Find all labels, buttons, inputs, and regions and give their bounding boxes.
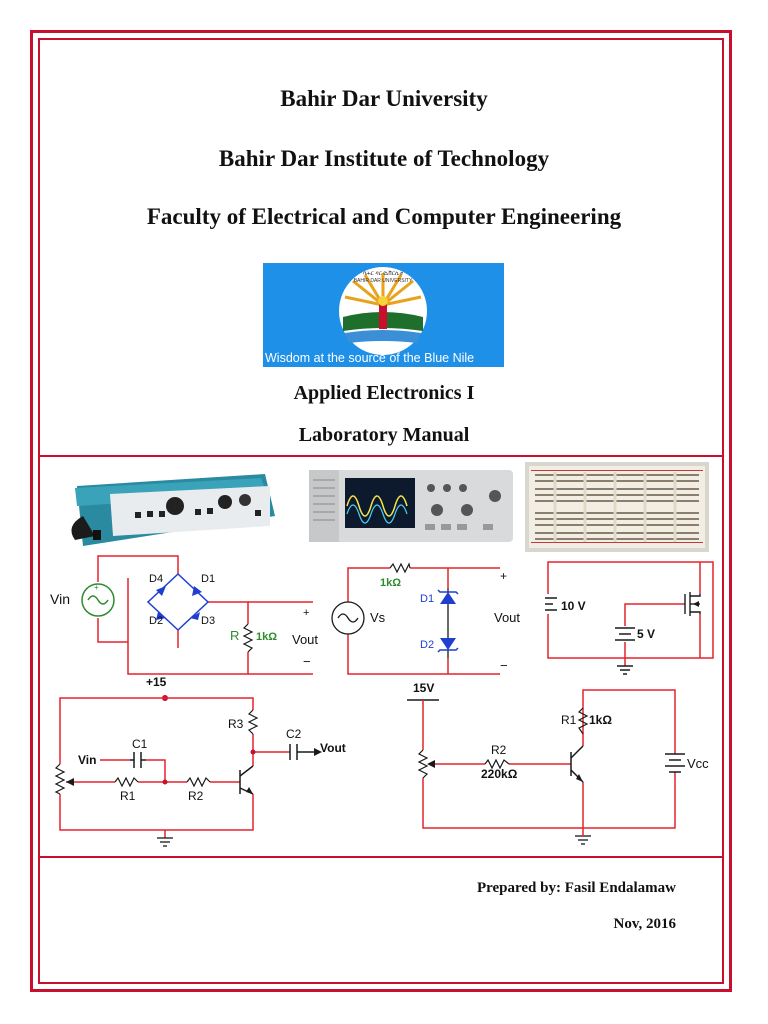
amp-vout-label: Vout (320, 741, 346, 755)
zener-r-value: 1kΩ (380, 577, 401, 589)
svg-text:+: + (94, 583, 99, 592)
page-border-outer (30, 30, 732, 992)
page-border-inner (38, 38, 724, 984)
amp-r1-label: R1 (120, 789, 136, 803)
amp-c1-label: C1 (132, 737, 148, 751)
bridge-vout-label: Vout (292, 632, 318, 647)
bridge-d3-label: D3 (201, 615, 215, 627)
faculty-title: Faculty of Electrical and Computer Engin… (146, 204, 622, 229)
bias-r1-value: 1kΩ (589, 713, 612, 727)
bias-circuit: 15V R2 220kΩ R1 1kΩ Vcc (407, 681, 709, 845)
document-title: Laboratory Manual (298, 424, 470, 446)
zener-circuit: 1kΩ Vs D1 D2 + Vout − (331, 562, 520, 675)
bridge-plus: + (303, 607, 309, 619)
function-generator-photo (71, 474, 275, 546)
mosfet-circuit: 10 V 5 V (545, 561, 714, 675)
amp-supply-label: +15 (146, 675, 167, 689)
zener-vout-label: Vout (494, 610, 520, 625)
zener-minus: − (500, 658, 508, 673)
logo-emblem (339, 267, 427, 355)
bridge-d2-label: D2 (149, 615, 163, 627)
university-logo: ባሕር ዳር ዩኒቨርሲቲ BAHIR DAR UNIVERSITY Wisdo… (263, 263, 504, 367)
bias-supply-label: 15V (413, 681, 434, 695)
bridge-r-label: R (230, 628, 239, 643)
bias-r1-label: R1 (561, 713, 577, 727)
bridge-vin-label: Vin (50, 591, 70, 607)
logo-motto: Wisdom at the source of the Blue Nile (265, 351, 475, 365)
zener-d1-label: D1 (420, 593, 434, 605)
amp-c2-label: C2 (286, 727, 302, 741)
prepared-by: Prepared by: Fasil Endalamaw (476, 880, 676, 896)
amp-vin-label: Vin (78, 753, 96, 767)
mosfet-v2-label: 5 V (637, 627, 655, 641)
bridge-minus: − (303, 654, 311, 669)
university-title: Bahir Dar University (280, 86, 488, 111)
zener-vs-label: Vs (370, 610, 386, 625)
bias-r2-value: 220kΩ (481, 767, 518, 781)
bridge-r-value: 1kΩ (256, 631, 277, 643)
bias-vcc-label: Vcc (687, 756, 709, 771)
zener-d2-label: D2 (420, 639, 434, 651)
bridge-d1-label: D1 (201, 573, 215, 585)
institute-title: Bahir Dar Institute of Technology (218, 146, 550, 171)
mosfet-v1-label: 10 V (561, 599, 586, 613)
bridge-d4-label: D4 (149, 573, 163, 585)
oscilloscope-photo (309, 470, 513, 542)
logo-emblem-text-2: BAHIR DAR UNIVERSITY (354, 278, 413, 284)
amplifier-circuit: +15 Vin C1 R1 R2 R3 C2 Vout (54, 675, 346, 847)
section-divider-bottom (38, 856, 724, 858)
section-divider-top (38, 455, 724, 457)
publication-date: Nov, 2016 (613, 916, 676, 932)
breadboard-photo (525, 462, 709, 552)
bias-r2-label: R2 (491, 743, 507, 757)
amp-r3-label: R3 (228, 717, 244, 731)
course-title: Applied Electronics I (293, 382, 475, 404)
bridge-rectifier-circuit: + Vin D4 D1 D2 D3 R 1kΩ + Vout − (50, 555, 318, 675)
logo-emblem-text-1: ባሕር ዳር ዩኒቨርሲቲ (363, 271, 403, 277)
amp-r2-label: R2 (188, 789, 204, 803)
zener-plus: + (500, 569, 507, 583)
